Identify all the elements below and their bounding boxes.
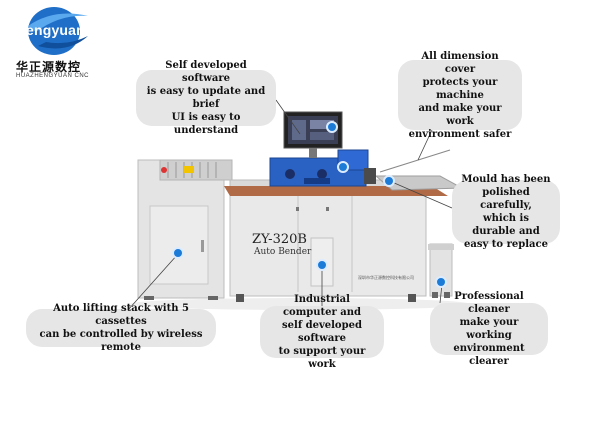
logo-subtitle: HUAZHENGYUAN CNC — [16, 73, 90, 79]
logo-swirl-icon — [28, 7, 88, 55]
machine-model-sub-label: Auto Bender — [254, 247, 312, 257]
marker-dot-cleaner[interactable] — [435, 276, 447, 288]
callout-lifting: Auto lifting stack with 5 cassettes can … — [26, 303, 216, 353]
logo-chinese: 华正源数控 — [16, 60, 82, 74]
callout-computer: Industrial computer and self developed s… — [260, 294, 384, 370]
callout-cover: All dimension cover protects your machin… — [398, 51, 522, 140]
logo-name: zhengyuan — [10, 22, 85, 38]
marker-dot-lifting[interactable] — [172, 247, 184, 259]
machine-nameplate: 深圳市华正源数控科技有限公司 — [358, 275, 414, 280]
callout-mould: Mould has been polished carefully, which… — [452, 174, 560, 250]
callout-software: Self developed software is easy to updat… — [136, 60, 276, 136]
marker-dot-mould[interactable] — [383, 175, 395, 187]
marker-dot-computer[interactable] — [316, 259, 328, 271]
marker-dot-cover[interactable] — [337, 161, 349, 173]
machine-model-label: ZY-320B — [252, 232, 307, 247]
callout-cleaner: Professional cleaner make your working e… — [430, 291, 548, 367]
marker-dot-software[interactable] — [326, 121, 338, 133]
